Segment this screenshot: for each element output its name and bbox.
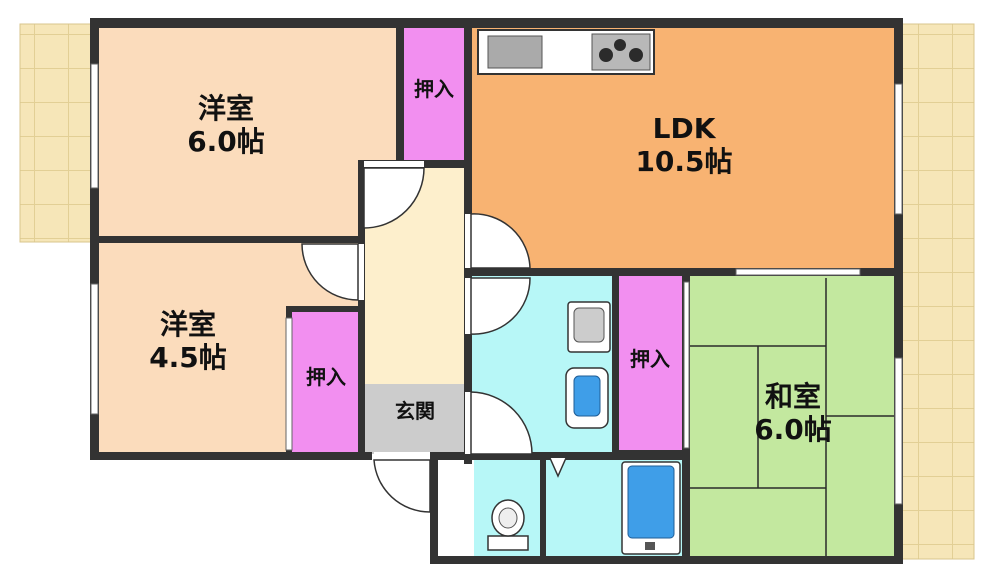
- storage: [436, 458, 472, 558]
- ldk-size: 10.5帖: [635, 145, 733, 179]
- western-room-1-size: 6.0帖: [187, 125, 265, 159]
- japanese-room-size: 6.0帖: [754, 413, 832, 447]
- toilet-icon: [487, 499, 529, 551]
- western-room-2-name: 洋室: [159, 308, 216, 341]
- closet-2-label: 押入: [306, 365, 346, 389]
- ldk-name: LDK: [652, 112, 716, 145]
- western-room-1-label: 洋室 6.0帖: [176, 92, 276, 158]
- closet-1: [400, 24, 468, 160]
- closet-2: [290, 310, 360, 454]
- doors: [301, 161, 567, 513]
- washbasin-icon: [567, 301, 611, 353]
- ldk-label: LDK 10.5帖: [614, 112, 754, 178]
- entrance-label: 玄関: [395, 399, 435, 423]
- kitchen-counter: [477, 29, 655, 75]
- balcony-right: [897, 23, 975, 560]
- japanese-room: [688, 276, 898, 558]
- japanese-room-name: 和室: [764, 380, 821, 413]
- western-room-2-size: 4.5帖: [149, 341, 227, 375]
- western-room-2-label: 洋室 4.5帖: [138, 308, 238, 374]
- entrance-floor: [362, 384, 468, 454]
- washing-machine-icon: [565, 367, 609, 429]
- bathtub-icon: [621, 461, 681, 555]
- closet-1-label: 押入: [414, 77, 454, 101]
- windows: [90, 63, 903, 505]
- western-room-1-name: 洋室: [197, 92, 254, 125]
- closet-3: [616, 276, 684, 452]
- sink-icon: [487, 35, 543, 69]
- balcony-left: [19, 23, 97, 243]
- closet-3-label: 押入: [630, 347, 670, 371]
- tatami-lines: [690, 278, 898, 556]
- japanese-room-label: 和室 6.0帖: [738, 380, 848, 446]
- western-room-1: [96, 24, 400, 239]
